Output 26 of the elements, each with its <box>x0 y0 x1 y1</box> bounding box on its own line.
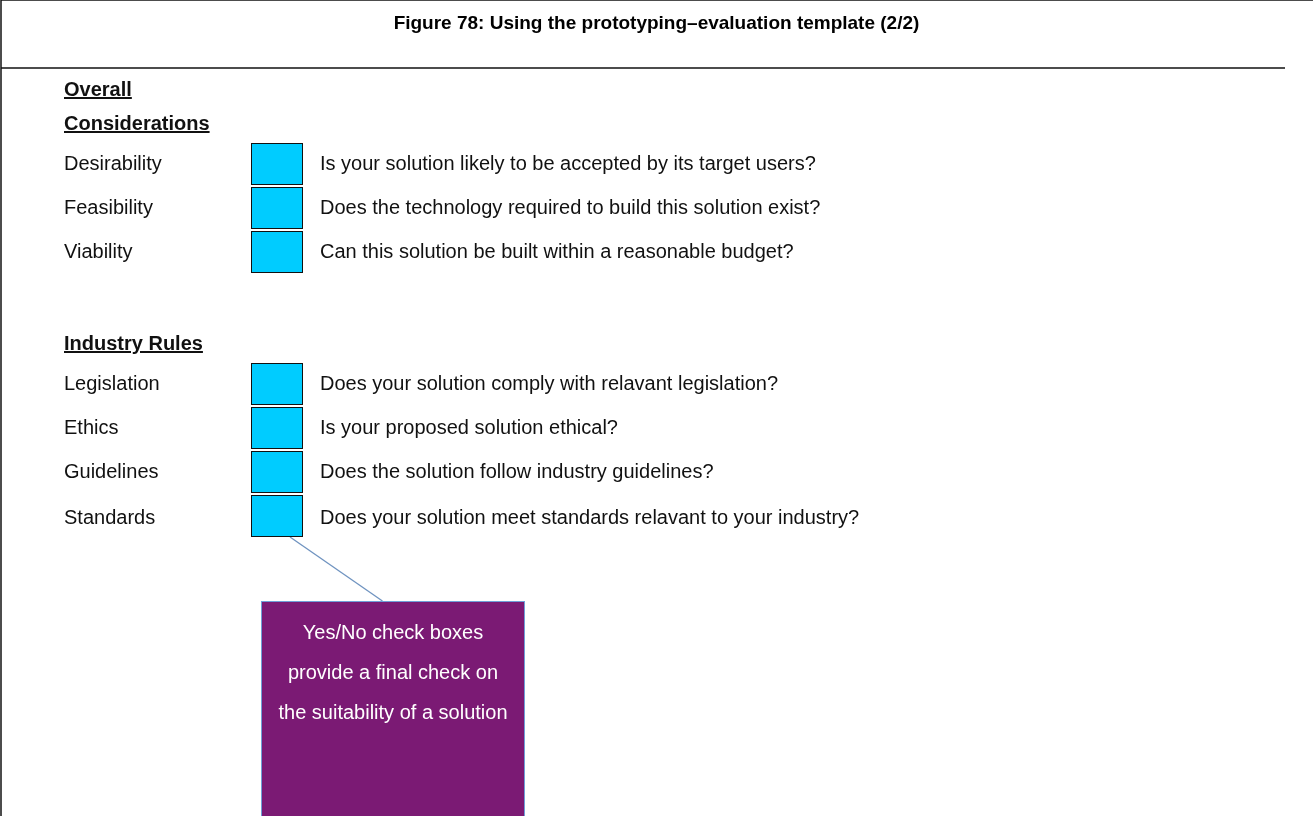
section-heading: Industry Rules <box>64 331 204 356</box>
criterion-label: Legislation <box>64 372 160 395</box>
criterion-label: Ethics <box>64 416 119 439</box>
criterion-question: Does your solution comply with relavant legislation? <box>320 372 778 395</box>
callout-box: Yes/No check boxes provide a final check on the suitability of a solution <box>261 601 525 816</box>
criterion-label: Guidelines <box>64 460 159 483</box>
criterion-question: Is your proposed solution ethical? <box>320 416 618 439</box>
check-box <box>251 143 303 185</box>
criterion-label: Feasibility <box>64 196 153 219</box>
criterion-question: Does the solution follow industry guidelines? <box>320 460 714 483</box>
criterion-question: Does your solution meet standards relavant to your industry? <box>320 506 860 529</box>
check-box <box>251 407 303 449</box>
criterion-question: Can this solution be built within a reasonable budget? <box>320 240 794 263</box>
criterion-label: Viability <box>64 240 133 263</box>
criterion-label: Standards <box>64 506 156 529</box>
check-box <box>251 231 303 273</box>
leader-line <box>289 536 384 602</box>
figure-title: Figure 78: Using the prototyping–evaluation template (2/2) <box>392 12 921 34</box>
section-heading: Overall Considerations <box>64 77 211 136</box>
check-box <box>251 187 303 229</box>
criterion-label: Desirability <box>64 152 162 175</box>
check-box <box>251 363 303 405</box>
check-box <box>251 495 303 537</box>
check-box <box>251 451 303 493</box>
criterion-question: Is your solution likely to be accepted by its target users? <box>320 152 816 175</box>
criterion-question: Does the technology required to build this solution exist? <box>320 196 821 219</box>
